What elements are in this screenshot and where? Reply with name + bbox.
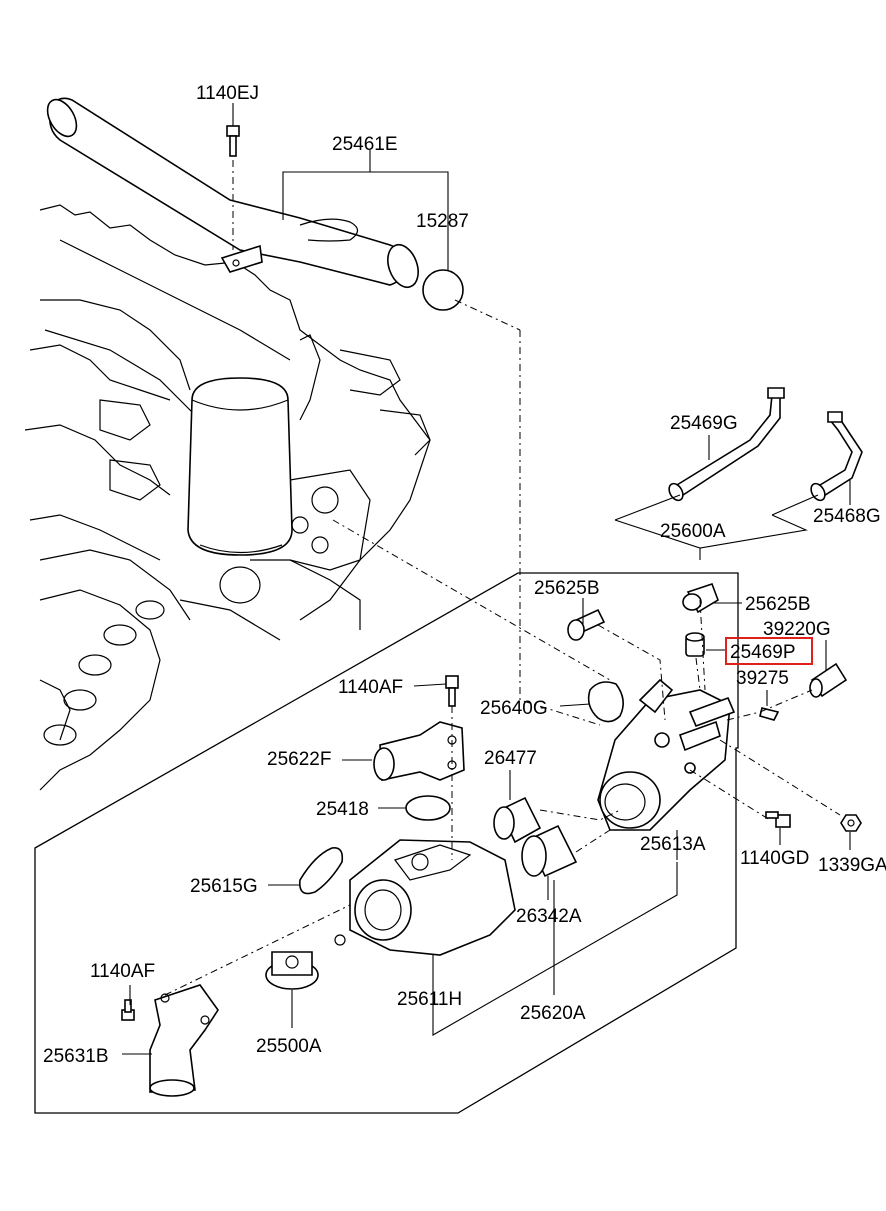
label-25613A[interactable]: 25613A	[640, 834, 706, 855]
label-25461E[interactable]: 25461E	[332, 134, 398, 155]
engine-block	[24, 204, 431, 791]
o-ring-15287	[422, 269, 464, 311]
label-1339GA[interactable]: 1339GA	[818, 855, 886, 876]
gasket-25615G	[298, 846, 344, 895]
label-1140AF-top[interactable]: 1140AF	[338, 677, 403, 698]
housing-25611H	[334, 839, 516, 956]
label-15287[interactable]: 15287	[416, 211, 469, 232]
label-39220G[interactable]: 39220G	[763, 619, 831, 640]
label-25615G[interactable]: 25615G	[190, 876, 258, 897]
label-1140AF-bottom[interactable]: 1140AF	[90, 961, 155, 982]
label-25469G[interactable]: 25469G	[670, 413, 738, 434]
bolt-1140GD	[765, 811, 791, 828]
label-39275[interactable]: 39275	[736, 668, 789, 689]
gasket-25640G	[587, 681, 624, 723]
label-25611H[interactable]: 25611H	[397, 989, 462, 1010]
label-25468G[interactable]: 25468G	[813, 506, 881, 527]
hose-25468G	[810, 411, 863, 502]
label-25625B-right[interactable]: 25625B	[745, 594, 811, 615]
assembly-frame	[34, 572, 739, 1114]
label-25500A[interactable]: 25500A	[256, 1036, 322, 1057]
label-25631B[interactable]: 25631B	[43, 1046, 109, 1067]
fitting-25625B-left	[567, 608, 606, 641]
hose-25469G	[668, 387, 785, 502]
fitting-25622F	[373, 721, 465, 781]
sensor-39220G	[809, 662, 848, 698]
housing-25613A	[597, 678, 736, 831]
label-25622F[interactable]: 25622F	[267, 749, 331, 770]
clip-39275	[759, 707, 780, 721]
label-26342A[interactable]: 26342A	[516, 906, 582, 927]
thermostat-25500A	[265, 951, 319, 990]
water-pipe-25461E	[46, 97, 419, 289]
elbow-25631B	[149, 984, 219, 1097]
highlight-box	[725, 637, 813, 665]
label-25469P[interactable]: 25469P	[730, 642, 796, 663]
label-26477[interactable]: 26477	[484, 748, 537, 769]
bolt-1140AF-top	[445, 675, 459, 707]
label-25418[interactable]: 25418	[316, 799, 369, 820]
label-25625B-left[interactable]: 25625B	[534, 578, 600, 599]
label-25620A[interactable]: 25620A	[520, 1003, 586, 1024]
bolt-1140EJ	[226, 125, 240, 250]
hose-26342A	[521, 824, 578, 878]
label-1140EJ[interactable]: 1140EJ	[196, 83, 259, 104]
bolt-1140AF-bottom	[121, 999, 135, 1021]
label-25640G[interactable]: 25640G	[480, 698, 548, 719]
label-1140GD[interactable]: 1140GD	[740, 848, 809, 869]
cap-25469P	[685, 632, 705, 657]
o-ring-25418	[405, 795, 451, 821]
nut-1339GA	[840, 814, 862, 832]
fitting-25625B-right	[682, 582, 719, 614]
hose-26477	[493, 796, 542, 844]
label-25600A[interactable]: 25600A	[660, 521, 726, 542]
